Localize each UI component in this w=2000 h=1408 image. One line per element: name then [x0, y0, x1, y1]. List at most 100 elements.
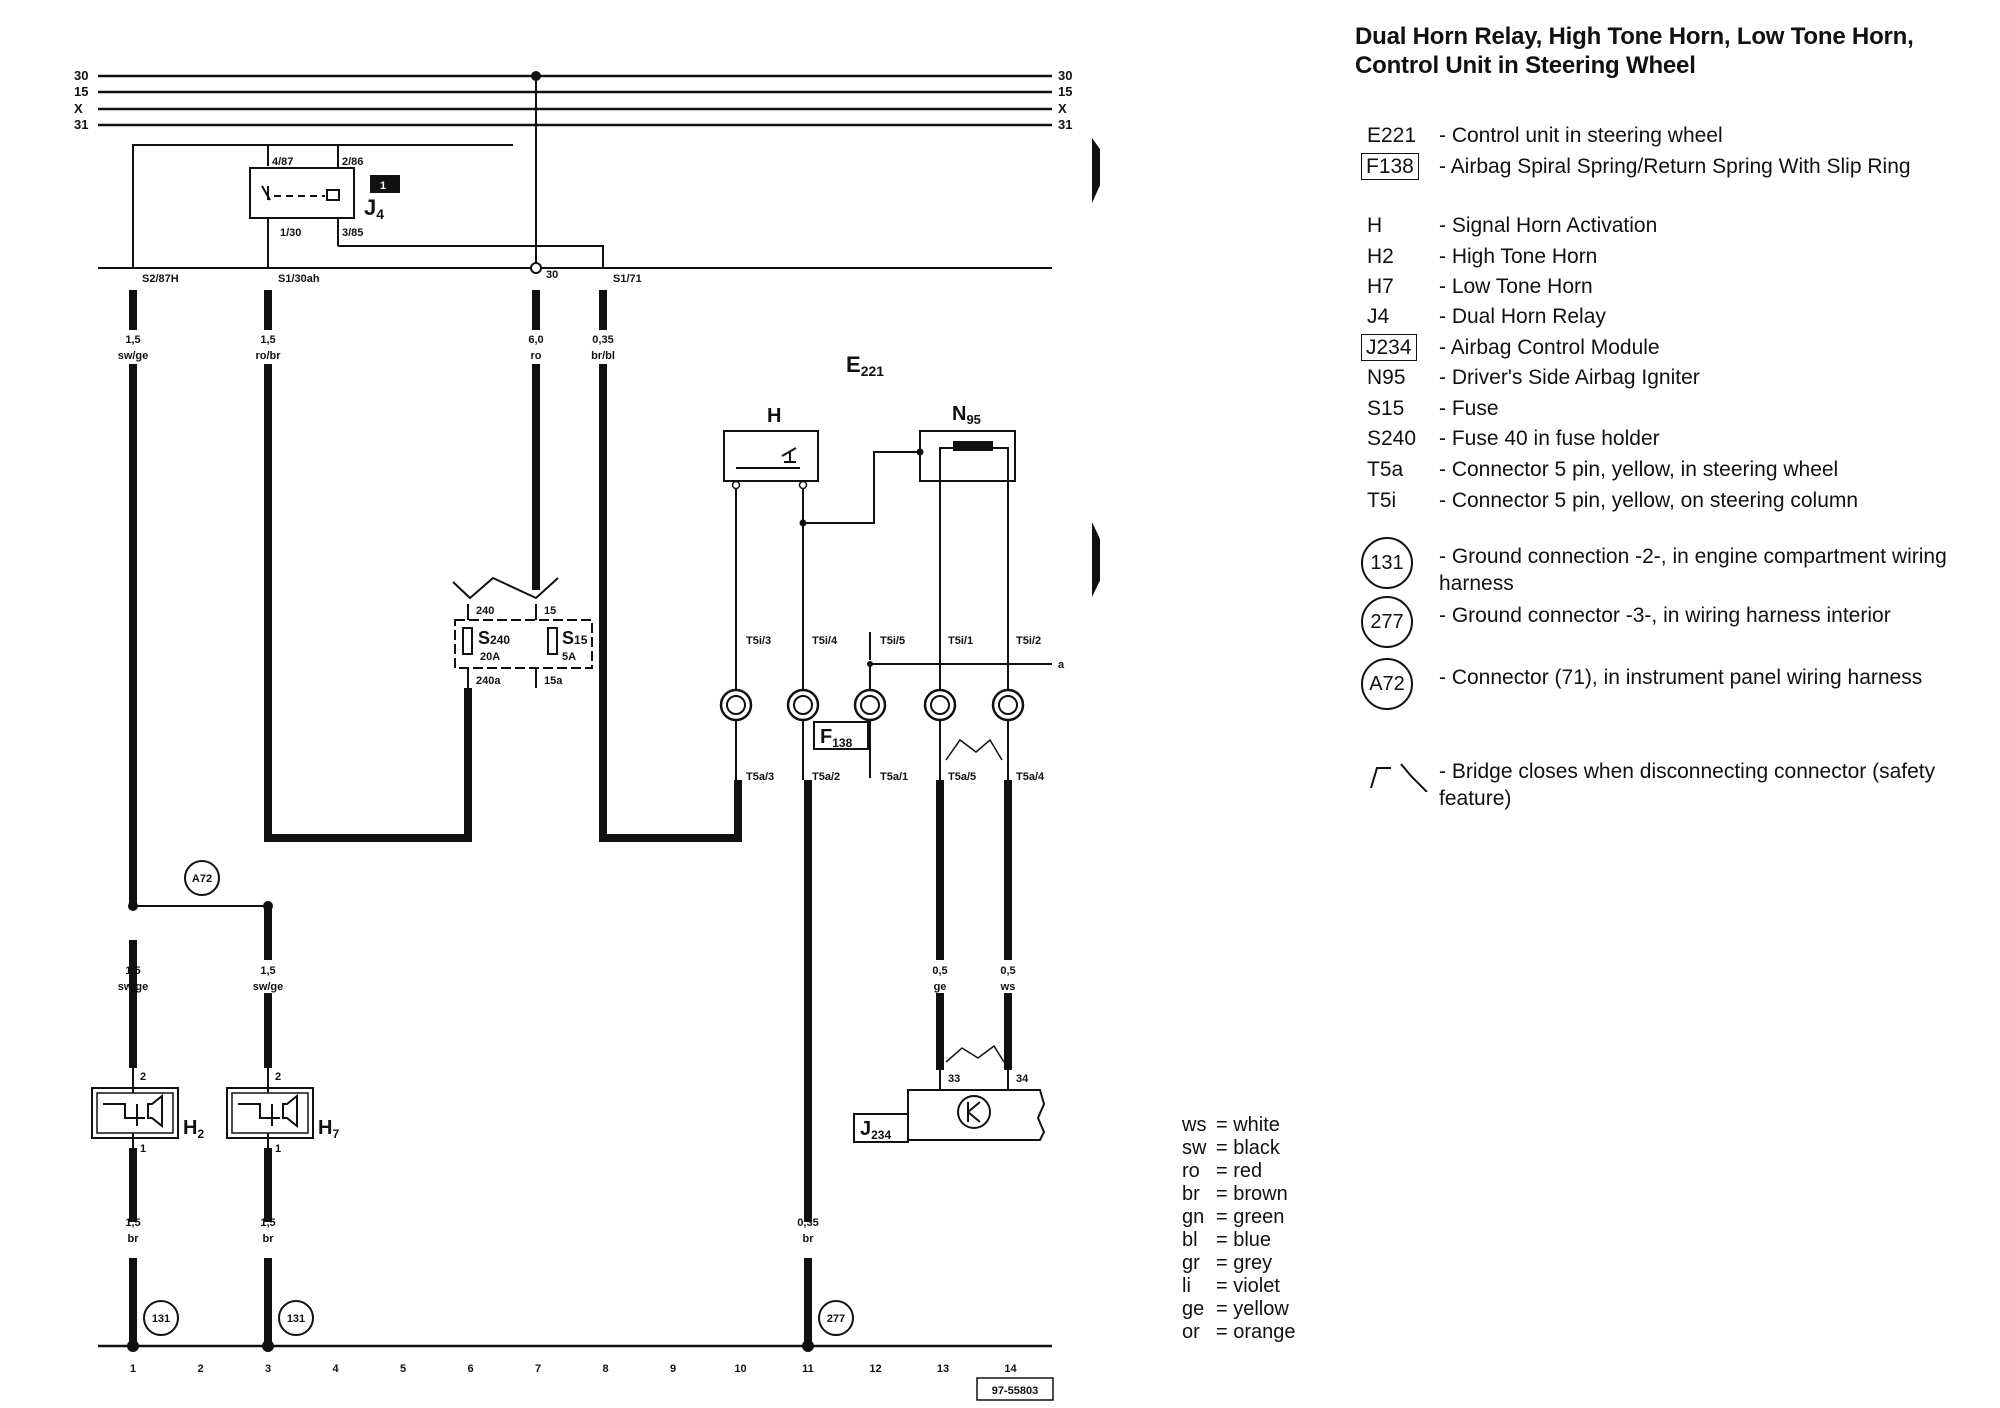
- continuation-arrow-top: [1092, 138, 1100, 203]
- track-number: 10: [734, 1363, 746, 1375]
- bus-label-x-right: X: [1058, 101, 1067, 116]
- color-key-abbrev: bl: [1182, 1229, 1198, 1251]
- bridge-top: [945, 738, 1003, 761]
- color-key-row: gn = green: [1182, 1206, 1296, 1229]
- bus-lines: [98, 74, 1052, 127]
- color-key-name: = violet: [1216, 1275, 1280, 1297]
- wire-labels: 1,5 sw/ge 1,5 ro/br 6,0 ro 0,35 br/bl 1,…: [118, 334, 1016, 1245]
- wire-size-14: 0,5: [1000, 965, 1015, 977]
- legend-desc: - Airbag Spiral Spring/Return Spring Wit…: [1439, 155, 1911, 178]
- legend-desc: - Bridge closes when disconnecting conne…: [1439, 760, 1936, 810]
- wire-color-13: ge: [934, 981, 947, 993]
- bus-labels-right: 30 15 X 31: [1058, 68, 1072, 132]
- wire-color-8: br/bl: [591, 350, 615, 362]
- legend-code: S240: [1367, 427, 1417, 450]
- fuse-s240-name: S240: [478, 628, 510, 648]
- color-key-row: li= violet: [1182, 1275, 1296, 1298]
- color-key-name: = grey: [1216, 1252, 1273, 1274]
- fuse-s15-amp: 5A: [562, 651, 576, 663]
- wire-size-1b: 1,5: [125, 965, 140, 977]
- legend-code: J234: [1361, 334, 1417, 361]
- track-number: 13: [937, 1363, 949, 1375]
- color-key-name: = red: [1216, 1160, 1263, 1182]
- fuse-s15-name: S15: [562, 628, 588, 648]
- color-key-abbrev: ro: [1182, 1160, 1200, 1182]
- wiring-diagram: 30 15 X 31 30 15 X 31 4/87 2/86 1/30 3/8…: [74, 68, 1100, 1401]
- t5i-1: T5i/1: [948, 635, 973, 647]
- color-key-row: ws= white: [1182, 1114, 1296, 1137]
- f138-box: F138: [813, 721, 869, 750]
- reference-box: [976, 1377, 1054, 1401]
- relay-j4: 4/87 2/86 1/30 3/85 1 J4: [132, 144, 604, 268]
- legend-code: E221: [1367, 124, 1417, 147]
- f138-label: F138: [820, 726, 853, 750]
- bus-label-30-right: 30: [1058, 68, 1072, 83]
- color-key-name: = brown: [1216, 1183, 1288, 1205]
- t5a-labels: T5a/3 T5a/2 T5a/1 T5a/5 T5a/4: [746, 771, 1045, 783]
- j234-label: J234: [860, 1118, 891, 1142]
- track-number: 14: [1004, 1363, 1017, 1375]
- color-key-abbrev: ge: [1182, 1298, 1205, 1320]
- wire-size-1c: 1,5: [125, 1217, 140, 1229]
- wire-color-1b: sw/ge: [118, 981, 149, 993]
- t5a-1: T5a/1: [880, 771, 908, 783]
- legend-desc: - Ground connector -3-, in wiring harnes…: [1439, 604, 1891, 627]
- wire-color-1c: br: [128, 1233, 140, 1245]
- track-number: 12: [869, 1363, 881, 1375]
- legend-desc: - Airbag Control Module: [1439, 336, 1660, 359]
- bus-label-30: 30: [74, 68, 88, 83]
- h7-pin-2: 2: [275, 1071, 281, 1083]
- h2-pin-1: 1: [140, 1143, 146, 1155]
- terminal-30: 30: [546, 269, 558, 281]
- wire-size-3: 1,5: [260, 334, 275, 346]
- color-key-row: bl = blue: [1182, 1229, 1296, 1252]
- signal-horn-activation-h: H: [723, 405, 819, 620]
- j234-pin-33: 33: [948, 1073, 960, 1085]
- color-key-row: br= brown: [1182, 1183, 1296, 1206]
- legend-code: H7: [1367, 275, 1394, 298]
- track-number: 7: [535, 1363, 541, 1375]
- h2-label: H2: [183, 1117, 204, 1141]
- reference-number: 97-55803: [992, 1385, 1039, 1397]
- color-key-row: ro = red: [1182, 1160, 1296, 1183]
- wire-color-1: sw/ge: [118, 350, 149, 362]
- ground-131-a: 131: [152, 1313, 170, 1325]
- t5a-3: T5a/3: [746, 771, 774, 783]
- wire-color-11: br: [803, 1233, 815, 1245]
- legend-desc: - Connector 5 pin, yellow, in steering w…: [1439, 458, 1839, 481]
- legend-code: H: [1367, 214, 1383, 237]
- legend-desc: - Control unit in steering wheel: [1439, 124, 1723, 147]
- wire-size-3c: 1,5: [260, 1217, 275, 1229]
- color-key-name: = white: [1216, 1114, 1280, 1136]
- legend-desc: - Dual Horn Relay: [1439, 305, 1606, 328]
- color-key-name: = orange: [1216, 1321, 1296, 1343]
- diagram-title: Dual Horn Relay, High Tone Horn, Low Ton…: [1355, 23, 1914, 79]
- color-key-name: = blue: [1216, 1229, 1272, 1251]
- track-number: 2: [197, 1363, 203, 1375]
- bus-labels-left: 30 15 X 31: [74, 68, 88, 132]
- airbag-module-j234: 33 34 J234: [853, 1044, 1046, 1143]
- color-key-name: = green: [1216, 1206, 1285, 1228]
- color-key-row: ge= yellow: [1182, 1298, 1296, 1321]
- wire-color-3: ro/br: [255, 350, 281, 362]
- legend-desc: - Signal Horn Activation: [1439, 214, 1658, 237]
- legend-desc: - Connector 5 pin, yellow, on steering c…: [1439, 489, 1859, 512]
- track-number: 6: [467, 1363, 473, 1375]
- legend-code: S15: [1367, 397, 1405, 420]
- legend-code: 277: [1361, 596, 1413, 648]
- t5a-5: T5a/5: [948, 771, 976, 783]
- j234-pin-34: 34: [1016, 1073, 1029, 1085]
- legend-desc: - Driver's Side Airbag Igniter: [1439, 366, 1700, 389]
- track-number: 5: [400, 1363, 406, 1375]
- color-key-abbrev: gn: [1182, 1206, 1205, 1228]
- t5i-4: T5i/4: [812, 635, 838, 647]
- h2-pin-2: 2: [140, 1071, 146, 1083]
- terminal-labels: S2/87H S1/30ah 30 S1/71: [142, 269, 642, 285]
- wire-color-3c: br: [263, 1233, 275, 1245]
- h-label: H: [767, 405, 781, 427]
- legend-code: 131: [1361, 537, 1413, 589]
- color-key-row: sw= black: [1182, 1137, 1296, 1160]
- wire-size-13: 0,5: [932, 965, 947, 977]
- legend-desc: - Connector (71), in instrument panel wi…: [1439, 666, 1923, 689]
